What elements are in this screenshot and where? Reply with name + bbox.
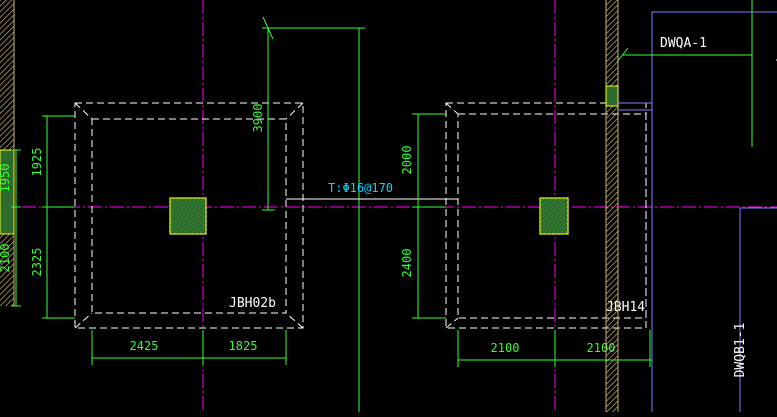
dim-far-left-lower: 2100 (0, 244, 12, 273)
left-horizontal-dimensions (91, 330, 287, 365)
dim-left-top-gap: 3900 (251, 104, 265, 133)
dim-left-vert-lower: 2325 (30, 248, 44, 277)
rebar-annotation[interactable]: T:Φ16@170 (328, 181, 393, 195)
footing-left[interactable] (74, 102, 304, 329)
wall-b-label[interactable]: DWQB1-1 (733, 323, 748, 378)
dimension-3900 (262, 16, 365, 412)
footing-right[interactable] (445, 102, 647, 329)
wall-a-label[interactable]: DWQA-1 (660, 36, 707, 51)
footing-left-outer (74, 102, 304, 329)
dim-right-horiz-a: 2100 (491, 341, 520, 355)
footing-left-label: JBH02b (229, 296, 276, 311)
right-wall[interactable] (605, 0, 619, 412)
dim-left-horiz-b: 1825 (229, 339, 258, 353)
right-horizontal-dimensions (457, 330, 652, 367)
dim-right-vert-lower: 2400 (400, 249, 414, 278)
dim-right-vert-upper: 2000 (400, 146, 414, 175)
far-left-dimensions (11, 149, 21, 307)
footing-right-inner (457, 113, 647, 319)
column-left[interactable] (169, 197, 207, 235)
column-right[interactable] (539, 197, 569, 235)
dim-far-left-upper: 1950 (0, 164, 12, 193)
blue-wall-outlines (618, 0, 777, 412)
wall-a-leader (616, 0, 753, 147)
far-left-wall (0, 0, 15, 306)
dim-left-vert-upper: 1925 (30, 148, 44, 177)
dim-left-horiz-a: 2425 (130, 339, 159, 353)
footing-left-inner (91, 118, 287, 314)
right-vertical-dimensions (412, 113, 446, 319)
left-vertical-dimensions (42, 115, 75, 319)
